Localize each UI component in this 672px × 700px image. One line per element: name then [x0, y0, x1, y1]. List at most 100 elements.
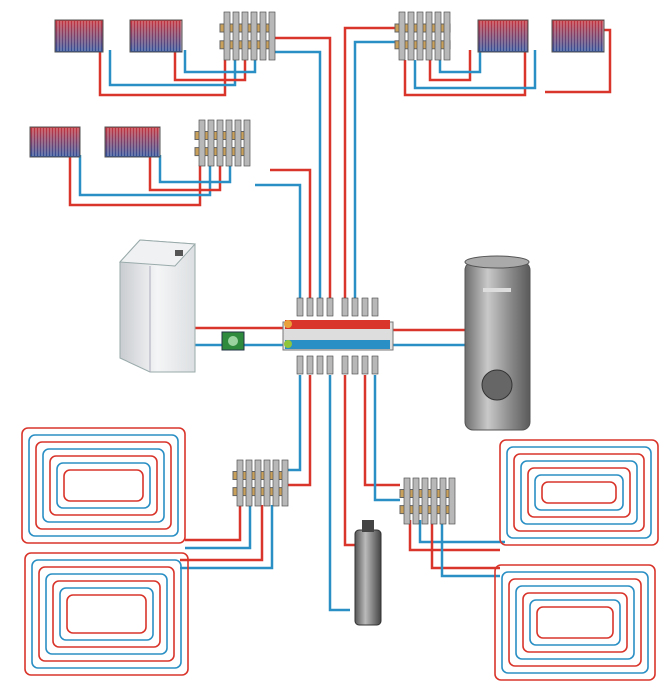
supply-pipe — [343, 26, 395, 300]
shutoff-valve — [316, 297, 324, 317]
return-pipe — [328, 375, 350, 612]
floor-pipe — [180, 505, 264, 562]
shutoff-valve — [361, 297, 369, 317]
manifold-valve — [250, 11, 258, 61]
manifold-valve — [232, 11, 240, 61]
manifold-valve — [234, 119, 242, 167]
manifold-valve — [398, 11, 406, 61]
return-pipe — [353, 40, 395, 300]
floor-loop-bottom-left — [59, 587, 154, 641]
radiator — [129, 19, 183, 53]
return-pipe — [272, 50, 322, 300]
shutoff-valve — [296, 355, 304, 375]
return-pipe — [255, 183, 302, 300]
floor-loop-top-right — [520, 460, 638, 525]
floor-loop-top-right — [534, 474, 624, 511]
distribution-return-bar — [285, 340, 390, 349]
shutoff-valve — [351, 355, 359, 375]
gauge — [284, 320, 292, 328]
floor-loop-top-left — [49, 455, 158, 516]
shutoff-valve — [371, 355, 379, 375]
return-pipe — [285, 375, 302, 472]
manifold-valve — [268, 11, 276, 61]
shutoff-valve — [326, 355, 334, 375]
shutoff-valve — [341, 297, 349, 317]
gauge — [284, 340, 292, 348]
floor-loop-bottom-right — [536, 606, 614, 639]
floor-loop-bottom-right — [501, 571, 649, 674]
floor-loop-top-right — [541, 481, 617, 504]
floor-pipe — [185, 505, 242, 542]
manifold-valve — [403, 477, 411, 525]
manifold-valve — [254, 459, 262, 507]
radiator-pipe — [183, 50, 257, 74]
floor-loop-top-right — [499, 439, 659, 546]
floor-loop-bottom-left — [24, 552, 189, 676]
shutoff-valve — [306, 297, 314, 317]
radiator-pipe — [413, 50, 537, 90]
floor-pipe — [430, 520, 500, 570]
manifold-valve — [416, 11, 424, 61]
manifold-valve — [225, 119, 233, 167]
radiator-pipe — [68, 155, 202, 207]
supply-pipe — [343, 375, 355, 547]
manifold-valve — [281, 459, 289, 507]
floor-loop-bottom-left — [31, 559, 182, 669]
floor-loop-bottom-right — [494, 564, 656, 681]
floor-loop-bottom-right — [508, 578, 642, 667]
radiator — [477, 19, 529, 53]
manifold-valve — [439, 477, 447, 525]
boiler-top — [118, 239, 197, 267]
radiator-pipe — [78, 155, 212, 197]
shutoff-valve — [296, 297, 304, 317]
shutoff-valve — [351, 297, 359, 317]
manifold-valve — [407, 11, 415, 61]
floor-pipe — [185, 505, 252, 550]
manifold-valve — [448, 477, 456, 525]
manifold-valve — [198, 119, 206, 167]
hydraulic-separator — [354, 529, 382, 626]
shutoff-valve — [371, 297, 379, 317]
floor-loop-top-left — [56, 462, 151, 509]
floor-loop-top-right — [513, 453, 645, 532]
floor-loop-top-left — [28, 434, 179, 537]
radiator-pipe — [148, 155, 222, 192]
supply-pipe — [272, 36, 332, 300]
floor-pipe — [440, 520, 500, 578]
manifold-valve — [259, 11, 267, 61]
shutoff-valve — [316, 355, 324, 375]
floor-loop-bottom-left — [38, 566, 175, 662]
supply-pipe — [363, 375, 400, 487]
radiator-pipe — [438, 50, 482, 74]
floor-pipe — [418, 520, 505, 544]
manifold-valve — [216, 119, 224, 167]
manifold-valve — [241, 11, 249, 61]
boiler-control — [175, 250, 183, 256]
radiator — [104, 126, 161, 158]
radiator — [29, 126, 81, 158]
separator-vent — [362, 520, 374, 532]
pump-rotor — [228, 336, 238, 346]
radiator — [551, 19, 605, 53]
shutoff-valve — [326, 297, 334, 317]
floor-loop-bottom-right — [522, 592, 628, 653]
floor-loop-bottom-left — [66, 594, 147, 634]
manifold-valve — [263, 459, 271, 507]
manifold-valve — [245, 459, 253, 507]
components — [29, 11, 605, 626]
floor-loop-bottom-left — [45, 573, 168, 655]
radiator-pipe — [428, 50, 472, 82]
floor-loop-top-left — [42, 448, 165, 523]
return-pipe — [373, 375, 400, 502]
manifold-valve — [425, 11, 433, 61]
manifold-valve — [223, 11, 231, 61]
radiator-pipe — [173, 50, 247, 82]
floor-pipe — [180, 505, 274, 570]
floor-heating-loops — [21, 427, 659, 681]
tank-logo — [483, 288, 511, 292]
manifold-valve — [412, 477, 420, 525]
water-heater-tank — [464, 261, 531, 431]
manifold-valve — [236, 459, 244, 507]
floor-pipe — [408, 520, 500, 552]
